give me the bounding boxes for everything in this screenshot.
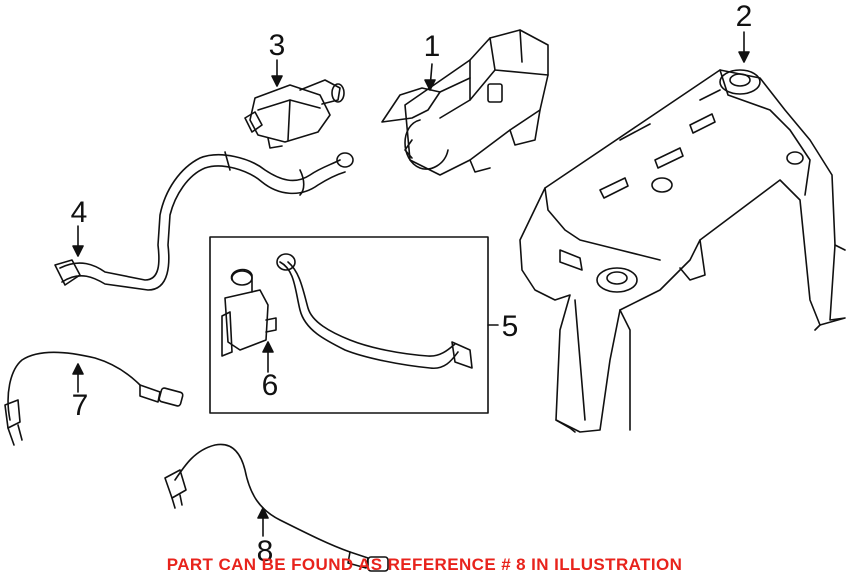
charcoal-canister-part bbox=[381, 29, 549, 176]
callout-7: 7 bbox=[72, 389, 89, 422]
callout-6: 6 bbox=[262, 369, 279, 402]
callout-3: 3 bbox=[269, 29, 286, 62]
callout-2: 2 bbox=[736, 0, 753, 33]
oxygen-sensor-7-part bbox=[4, 351, 184, 446]
kit-box bbox=[209, 236, 489, 414]
leak-pump-part bbox=[221, 253, 473, 370]
canister-bracket-part bbox=[519, 69, 846, 433]
oxygen-sensor-8-part bbox=[164, 443, 389, 572]
callout-5: 5 bbox=[502, 310, 519, 343]
vent-hose-part bbox=[54, 151, 354, 291]
purge-valve-part bbox=[244, 79, 345, 149]
callout-leaders bbox=[72, 31, 750, 537]
callout-4: 4 bbox=[71, 196, 88, 229]
callout-8: 8 bbox=[257, 535, 274, 568]
callout-1: 1 bbox=[424, 30, 441, 63]
